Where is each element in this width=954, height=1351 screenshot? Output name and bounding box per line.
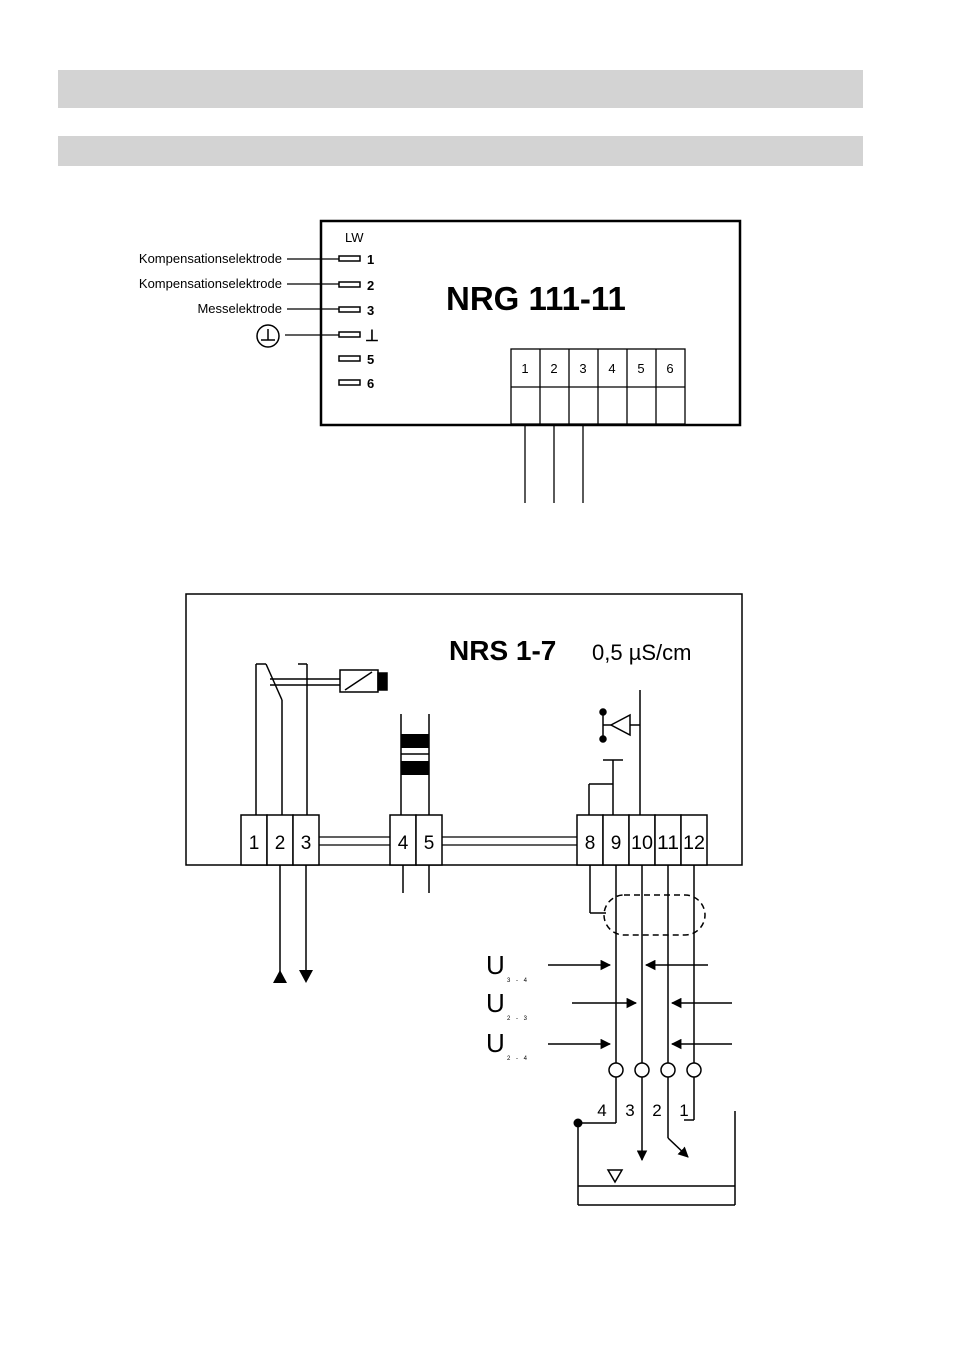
electrode-pin-number: 3	[367, 303, 374, 318]
voltage-subscript: 2 - 4	[507, 1056, 529, 1062]
vessel-icon	[577, 1111, 736, 1206]
nrs-terminals-left: 1 2 3	[240, 814, 320, 866]
nrg-terminal-number: 2	[550, 361, 557, 376]
nrs-terminal-number: 8	[585, 833, 596, 854]
output-contact-icon	[588, 690, 641, 815]
ground-junction-dot	[573, 1118, 583, 1128]
probe-number: 4	[597, 1101, 606, 1120]
nrs-terminal-number: 5	[424, 833, 435, 854]
nrg-terminal-strip: 1 2 3 4 5 6	[510, 348, 686, 425]
nrg-terminal-number: 1	[521, 361, 528, 376]
nrs-terminal-number: 9	[611, 833, 622, 854]
voltage-symbol: U	[486, 988, 505, 1018]
nrg-title: NRG 111-11	[446, 280, 626, 317]
nrs-terminal-number: 10	[631, 833, 653, 854]
electrode-pins: 1 2 3 ⊥ 5 6	[338, 252, 379, 391]
electrode-labels: Kompensationselektrode Kompensationselek…	[139, 251, 339, 348]
probe-number: 2	[652, 1101, 661, 1120]
electrode-pin-number: 1	[367, 252, 374, 267]
ground-icon	[256, 324, 280, 348]
electrode-pin-number: 6	[367, 376, 374, 391]
voltage-symbol: U	[486, 1028, 505, 1058]
nrs-value: 0,5 µS/cm	[592, 640, 691, 665]
nrs-controller-box: NRS 1-7 0,5 µS/cm	[185, 593, 743, 866]
electrode-label: Kompensationselektrode	[139, 276, 282, 291]
direction-arrows	[273, 970, 313, 983]
relay-switch-icon	[255, 663, 388, 815]
nrg-terminal-number: 3	[579, 361, 586, 376]
nrs-terminal-number: 12	[683, 833, 705, 854]
probe-wires	[578, 1077, 695, 1162]
nrs-terminals-right: 8 9 10 11 12	[576, 814, 708, 866]
nrs-terminal-number: 4	[398, 833, 409, 854]
electrode-label: Kompensationselektrode	[139, 251, 282, 266]
nrg-output-wires	[524, 424, 584, 503]
voltage-labels: U 3 - 4 U 2 - 3 U 2 - 4	[486, 950, 529, 1062]
nrg-electrode-box: LW NRG 111-11 1 2 3 ⊥ 5 6 Kompensationse…	[139, 219, 742, 503]
nrs-terminal-number: 11	[657, 833, 679, 854]
nrs-title: NRS 1-7	[449, 635, 556, 666]
voltage-symbol: U	[486, 950, 505, 980]
nrs-terminal-number: 3	[301, 833, 312, 854]
internal-bus	[319, 836, 577, 846]
nrg-terminal-number: 6	[666, 361, 673, 376]
nrs-terminal-number: 2	[275, 833, 286, 854]
nrs-terminals-mid: 4 5	[389, 814, 443, 866]
probe-connectors	[608, 1062, 702, 1078]
nrg-terminal-number: 4	[608, 361, 615, 376]
electrode-label: Messelektrode	[197, 301, 282, 316]
probe-number: 1	[679, 1101, 688, 1120]
ground-pin-symbol: ⊥	[365, 328, 379, 345]
transformer-icon	[400, 714, 430, 815]
measurement-arrows	[548, 959, 732, 1050]
probe-numbers: 4 3 2 1	[597, 1101, 688, 1120]
header-bar-1	[58, 70, 863, 108]
voltage-subscript: 2 - 3	[507, 1016, 529, 1022]
external-wiring	[279, 865, 706, 1063]
probe-number: 3	[625, 1101, 634, 1120]
voltage-subscript: 3 - 4	[507, 978, 529, 984]
electrode-pin-number: 5	[367, 352, 374, 367]
nrs-terminal-number: 1	[249, 833, 260, 854]
lw-label: LW	[345, 230, 364, 245]
nrg-terminal-number: 5	[637, 361, 644, 376]
header-bar-2	[58, 136, 863, 166]
electrode-pin-number: 2	[367, 278, 374, 293]
